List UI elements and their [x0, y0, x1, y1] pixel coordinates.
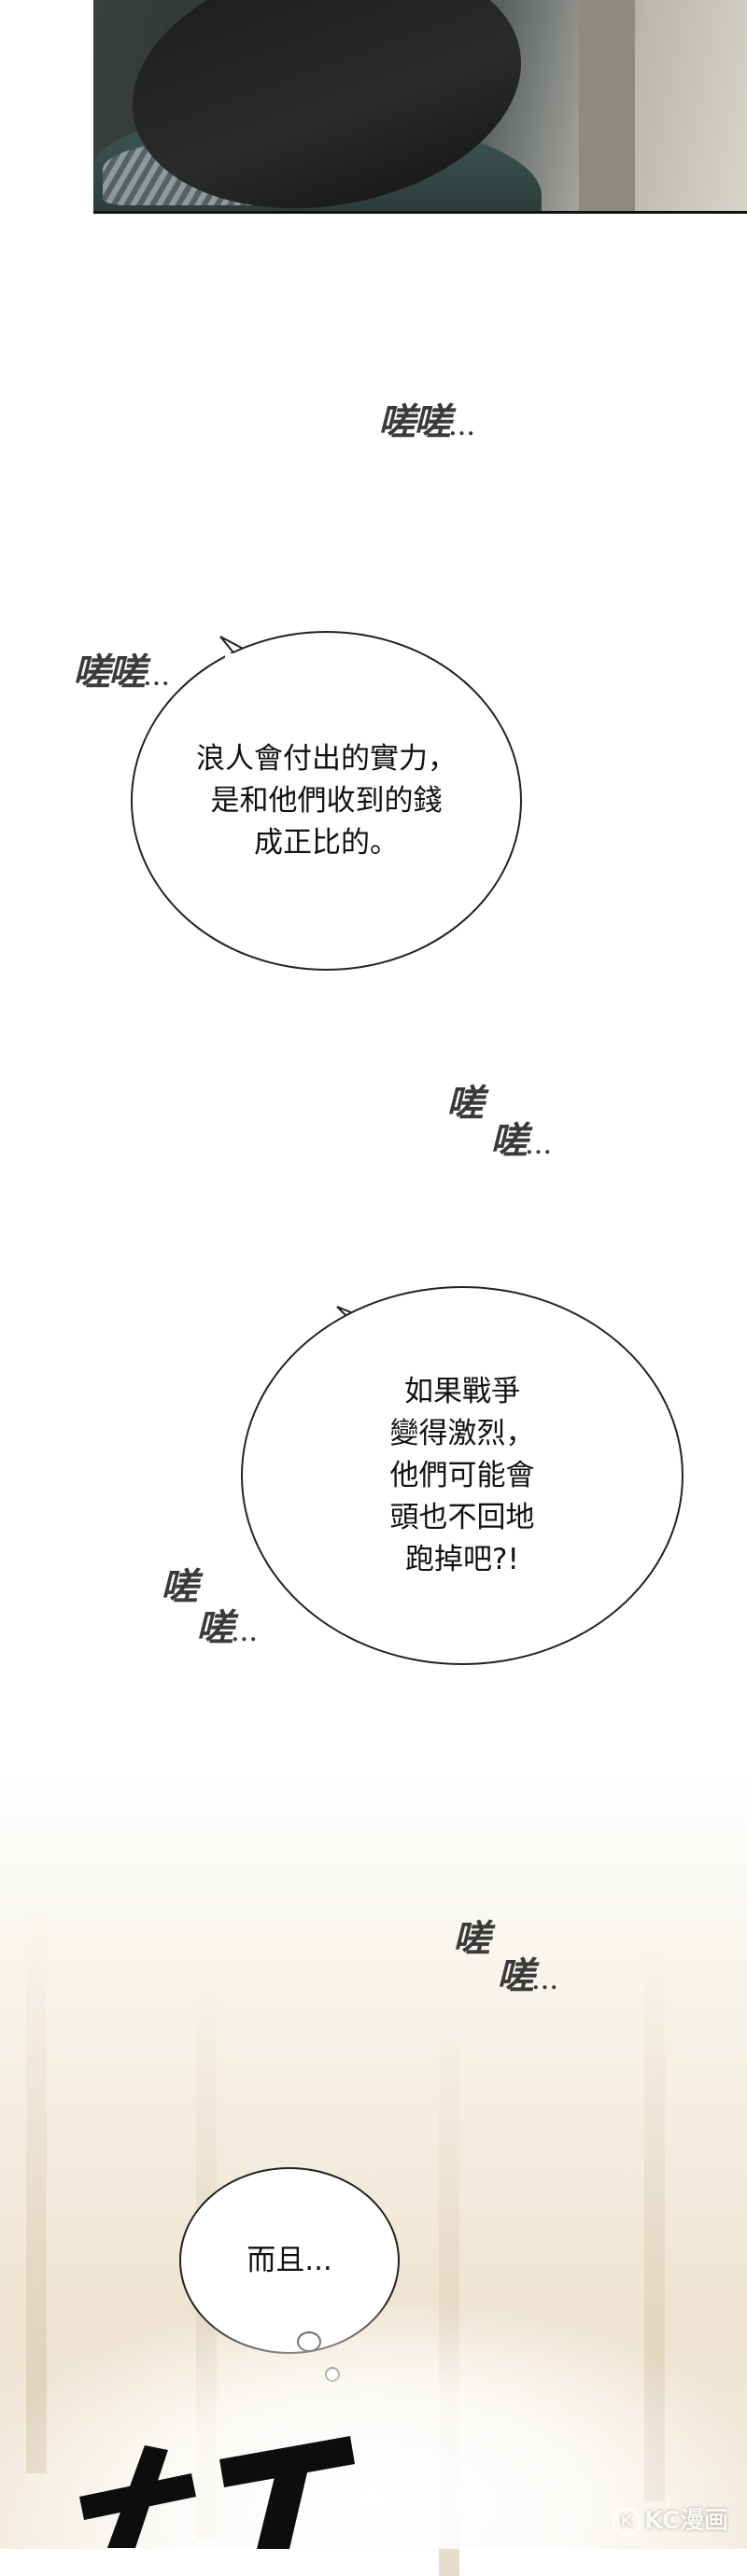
watermark-icon: K [612, 2507, 641, 2536]
bubble-1-tail-cover [225, 653, 274, 681]
sfx-whisper-5b: 嗟... [497, 1954, 559, 1998]
thought-bubble-text: 而且... [247, 2243, 332, 2277]
sfx-whisper-2: 嗟嗟... [73, 651, 171, 694]
large-sound-effect-strokes [79, 2436, 355, 2549]
speech-bubble-1: 浪人會付出的實力， 是和他們收到的錢 成正比的。 [131, 631, 522, 971]
sfx-whisper-4a: 嗟 [161, 1565, 198, 1609]
bubble-2-tail-cover [347, 1320, 402, 1346]
speech-bubble-1-text: 浪人會付出的實力， 是和他們收到的錢 成正比的。 [196, 741, 457, 860]
sfx-whisper-4b: 嗟... [196, 1606, 259, 1650]
sfx-whisper-3b: 嗟... [490, 1119, 553, 1163]
sfx-whisper-3a: 嗟 [446, 1082, 484, 1126]
speech-bubble-2: 如果戰爭 變得激烈， 他們可能會 頭也不回地 跑掉吧?! [241, 1286, 684, 1665]
background-pillar [579, 0, 635, 213]
watermark-text: KC漫画 [643, 2507, 728, 2535]
panel-border [93, 211, 747, 214]
speech-bubble-2-text: 如果戰爭 變得激烈， 他們可能會 頭也不回地 跑掉吧?! [389, 1374, 535, 1576]
sfx-whisper-5a: 嗟 [453, 1917, 490, 1961]
sfx-whisper-1: 嗟嗟... [378, 400, 476, 444]
top-panel-illustration [93, 0, 747, 213]
